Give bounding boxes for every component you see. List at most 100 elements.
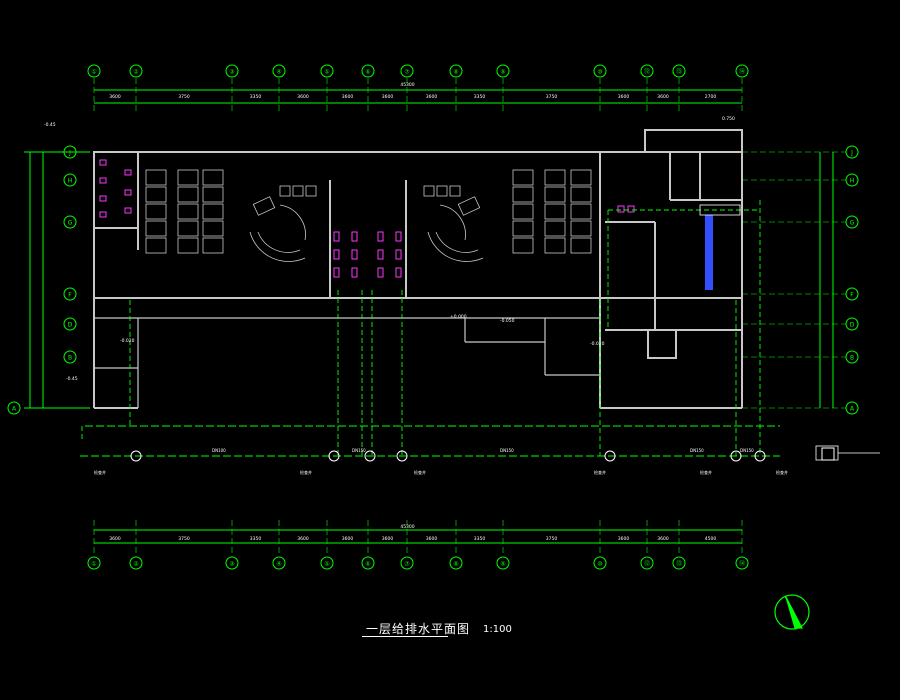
column-axis-label: ④ — [276, 561, 281, 568]
legend-box — [815, 445, 880, 461]
row-axis-bubble-left — [63, 317, 77, 331]
dimension-text: 3750 — [178, 94, 190, 100]
column-axis-label: ⑫ — [644, 560, 650, 568]
building-walls — [93, 129, 743, 409]
row-axis-bubble-right — [845, 173, 859, 187]
row-axis-bubble-right — [845, 287, 859, 301]
row-axis-bubble-right — [845, 145, 859, 159]
column-axis-bubble-3 — [225, 556, 239, 570]
column-axis-bubble-2 — [129, 64, 143, 78]
column-axis-label: ⑤ — [324, 69, 329, 76]
row-axis-bubble-right — [845, 401, 859, 415]
bottom-dimension-lines — [94, 529, 742, 544]
well-label: 检查井 — [594, 469, 606, 475]
dimension-text: 4500 — [705, 536, 717, 542]
left-dimension-lines — [24, 151, 90, 409]
row-axis-bubble-left — [63, 350, 77, 364]
pipe-size-label: DN150 — [500, 448, 514, 453]
elevation-mark: -0.45 — [66, 376, 78, 382]
column-axis-bubble-5 — [320, 64, 334, 78]
column-axis-label: ⑭ — [739, 560, 745, 568]
column-axis-bubble-13 — [735, 64, 749, 78]
row-axis-label-right: D — [850, 322, 855, 329]
dimension-text: 3350 — [474, 536, 486, 542]
column-axis-label: ① — [91, 561, 96, 568]
dimension-text: 3600 — [109, 94, 121, 100]
elevation-mark: -0.45 — [44, 122, 56, 128]
sanitary-fixtures — [99, 159, 635, 278]
row-axis-label-left: D — [68, 322, 73, 329]
annotation-marks: -0.450.750±0.000-0.020-0.45-0.020-0.050D… — [44, 116, 788, 475]
column-axis-label: ⑦ — [404, 561, 410, 568]
row-axis-bubble-left — [63, 145, 77, 159]
inspection-well-icon — [754, 450, 766, 462]
column-axis-label: ② — [133, 561, 139, 568]
column-axis-label: ⑥ — [365, 561, 370, 568]
row-axis-label-left: A — [12, 406, 17, 413]
column-axis-bubble-11 — [640, 64, 654, 78]
row-axis-bubble-left — [63, 173, 77, 187]
dimension-text: 3750 — [546, 94, 558, 100]
well-label: 检查井 — [700, 469, 712, 475]
column-axis-label: ⑤ — [324, 561, 329, 568]
column-axis-label: ⑨ — [500, 69, 505, 76]
dimension-text: 3350 — [250, 536, 262, 542]
column-axis-bubble-6 — [361, 64, 375, 78]
inspection-well-icon — [364, 450, 376, 462]
dimension-text: 3600 — [297, 536, 309, 542]
row-axis-bubble-right — [845, 350, 859, 364]
right-dimension-lines — [819, 152, 834, 408]
column-axis-label: ⑧ — [453, 69, 458, 76]
column-axis-bubble-7 — [400, 64, 414, 78]
column-axis-label: ⑩ — [597, 561, 602, 568]
drainage-main-pipe — [80, 425, 780, 457]
pipe-size-label: DN150 — [690, 448, 704, 453]
elevation-mark: -0.020 — [120, 338, 135, 344]
elevation-mark: -0.050 — [500, 318, 515, 324]
pipe-size-label: DN150 — [740, 448, 754, 453]
row-axis-label-right: B — [850, 355, 854, 362]
inspection-wells — [130, 447, 835, 462]
corridor-wall — [94, 317, 600, 408]
row-axis-label-left: J — [68, 150, 71, 157]
dimension-text: 3350 — [474, 94, 486, 100]
row-axis-bubble-left — [7, 401, 21, 415]
column-axis-bubble-4 — [272, 64, 286, 78]
column-axis-bubble-9 — [496, 64, 510, 78]
row-axis-label-left: H — [68, 178, 73, 185]
row-axis-label-right: J — [850, 150, 853, 157]
drawing-title: 一层给排水平面图 — [366, 622, 471, 636]
column-axis-bubble-1 — [87, 556, 101, 570]
column-axis-bubble-10 — [593, 64, 607, 78]
column-axis-label: ④ — [276, 69, 281, 76]
dimension-text: 3600 — [109, 536, 121, 542]
dimension-text: 3600 — [297, 94, 309, 100]
row-axis-label-left: B — [68, 355, 72, 362]
column-axis-bubble-2 — [129, 556, 143, 570]
column-axis-label: ⑬ — [676, 560, 682, 568]
dimension-text: 2700 — [705, 94, 717, 100]
row-axis-bubble-left — [63, 215, 77, 229]
row-axis-bubble-left — [63, 287, 77, 301]
pipe-size-label: DN100 — [212, 448, 226, 453]
row-axis-bubble-right — [845, 215, 859, 229]
column-axis-bubble-13 — [735, 556, 749, 570]
dimension-text: 3600 — [618, 94, 630, 100]
column-axis-bubble-3 — [225, 64, 239, 78]
dimension-text: 3600 — [342, 536, 354, 542]
dimension-text: 3600 — [618, 536, 630, 542]
elevation-mark: -0.020 — [590, 341, 605, 347]
column-axis-label: ③ — [229, 561, 234, 568]
column-grid-lines — [93, 78, 743, 556]
inspection-well-icon — [328, 450, 340, 462]
column-axis-label: ⑦ — [404, 69, 410, 76]
column-axis-bubble-8 — [449, 64, 463, 78]
row-axis-label-right: A — [850, 406, 855, 413]
column-axis-label: ⑩ — [597, 69, 602, 76]
dimension-text: 3750 — [178, 536, 190, 542]
